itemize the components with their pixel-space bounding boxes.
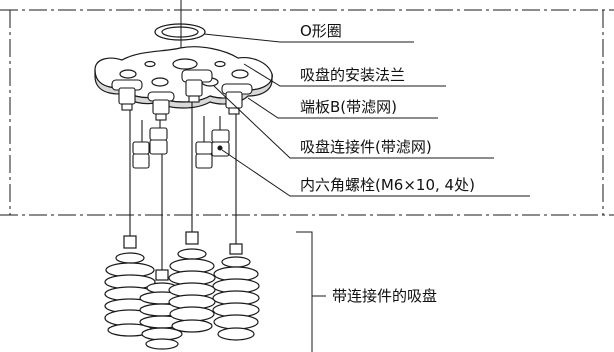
o-ring <box>154 23 206 41</box>
label-cup-connector: 吸盘连接件(带滤网) <box>300 138 432 156</box>
suction-cup-3 <box>168 231 216 333</box>
boundary-frame <box>0 9 614 216</box>
label-cup-mount-flange: 吸盘的安装法兰 <box>300 66 406 84</box>
label-hex-bolt: 内六角螺栓(M6×10, 4处) <box>300 176 475 194</box>
label-o-ring: O形圈 <box>300 22 342 40</box>
drop-lines <box>129 102 237 270</box>
hex-bolts <box>132 116 230 169</box>
suction-cup-2 <box>139 269 185 350</box>
label-cup-with-connector: 带连接件的吸盘 <box>332 287 438 305</box>
suction-cup-4 <box>212 243 260 341</box>
leader-lines <box>203 33 530 352</box>
cup-connectors <box>118 79 243 121</box>
suction-cups <box>104 231 260 350</box>
label-end-plate: 端板B(带滤网) <box>300 98 397 116</box>
